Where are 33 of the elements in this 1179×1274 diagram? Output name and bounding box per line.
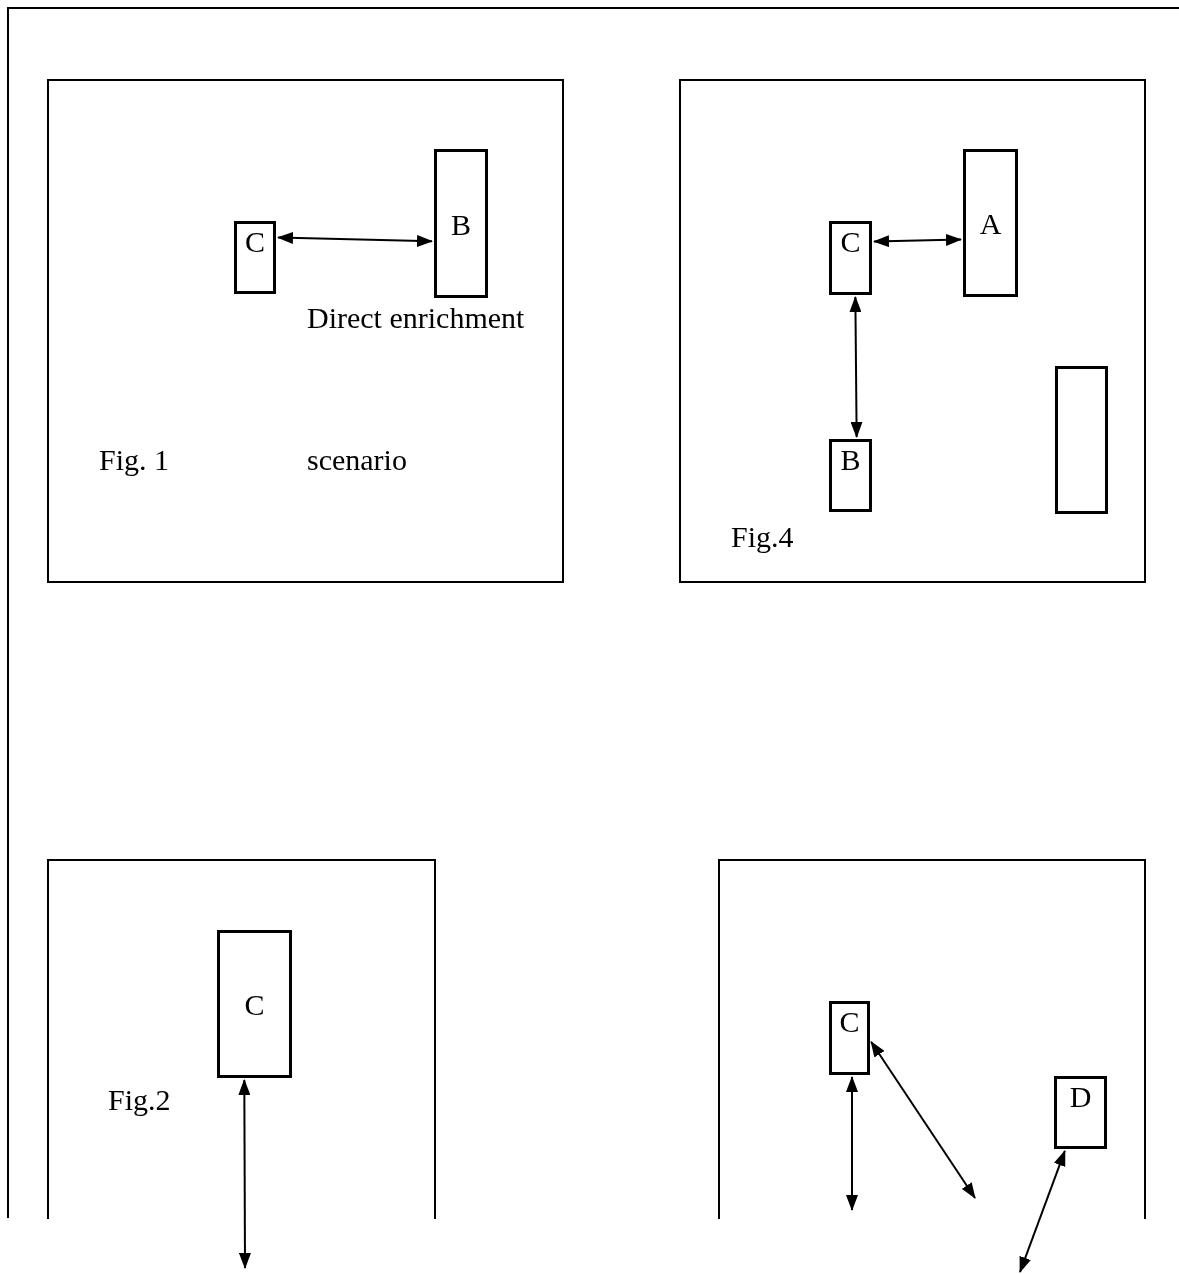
double-arrow	[1019, 1149, 1066, 1273]
double-arrow	[277, 231, 433, 247]
figure-label: Fig.4	[731, 522, 794, 552]
figure-panel	[47, 859, 436, 1219]
component-box	[1054, 1076, 1107, 1149]
box-letter: C	[244, 990, 265, 1020]
figure-panel	[718, 859, 1146, 1219]
component-box	[829, 439, 872, 512]
double-arrow	[870, 1040, 976, 1199]
component-box	[829, 1001, 870, 1075]
component-box	[963, 149, 1018, 297]
double-arrow	[846, 1076, 858, 1211]
component-box	[234, 221, 276, 294]
double-arrow	[238, 1079, 251, 1269]
double-arrow	[873, 233, 962, 248]
figure-panel	[679, 79, 1146, 583]
box-letter: B	[451, 209, 471, 240]
box-letter: D	[1069, 1082, 1092, 1112]
component-box	[434, 149, 488, 298]
figure-label: Fig.2	[108, 1085, 171, 1115]
figure-label: Fig. 1	[99, 445, 170, 475]
box-letter: A	[979, 209, 1002, 239]
empty-box	[1055, 366, 1108, 514]
box-letter: C	[840, 227, 861, 257]
figure-panel	[47, 79, 564, 583]
box-letter: C	[245, 227, 265, 257]
component-box	[217, 930, 292, 1078]
box-letter: C	[839, 1007, 860, 1037]
caption-text: scenario	[307, 445, 407, 475]
double-arrow	[849, 296, 863, 438]
component-box	[829, 221, 872, 295]
caption-text: Direct enrichment	[307, 303, 525, 333]
box-letter: B	[840, 445, 861, 475]
